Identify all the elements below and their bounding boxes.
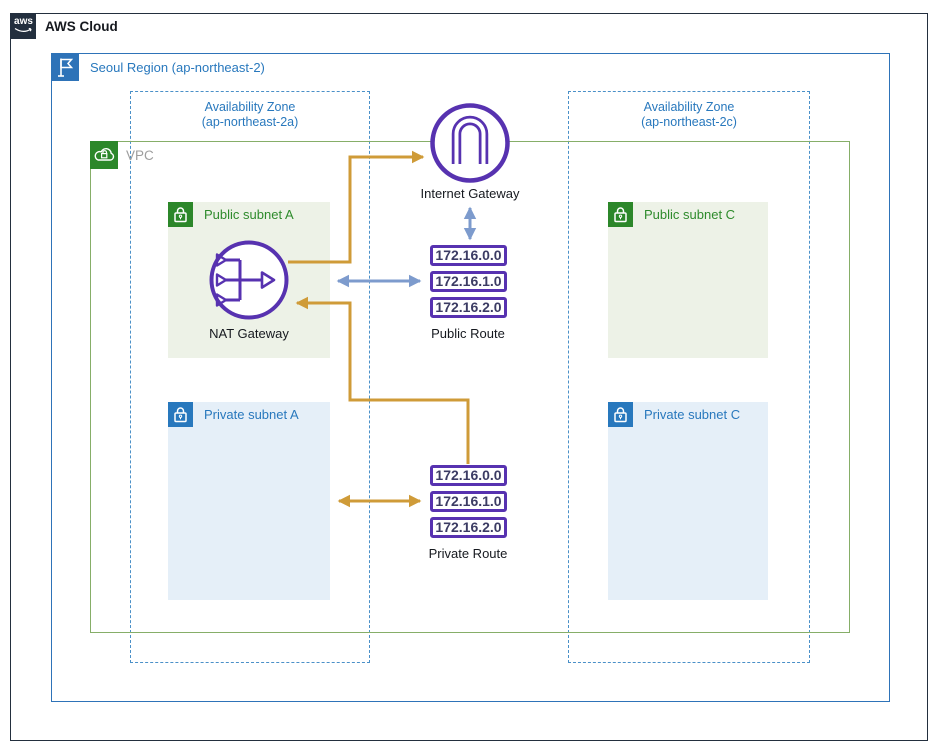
- private-subnet-lock-icon: [168, 402, 193, 427]
- subnet-label: Public subnet A: [204, 207, 294, 222]
- az-a-label-line1: Availability Zone: [204, 100, 296, 114]
- private-subnet-c: Private subnet C: [608, 402, 768, 600]
- region-flag-icon: [51, 53, 79, 81]
- public-route-entry: 172.16.1.0: [430, 271, 507, 292]
- aws-cloud-title: AWS Cloud: [45, 19, 118, 34]
- region-container: [51, 53, 890, 702]
- public-route-label: Public Route: [431, 326, 505, 341]
- aws-cloud-container: [10, 13, 928, 741]
- az-a-label-line2: (ap-northeast-2a): [201, 114, 299, 129]
- private-route-entry: 172.16.0.0: [430, 465, 507, 486]
- internet-gateway-label: Internet Gateway: [420, 186, 520, 201]
- availability-zone-c: Availability Zone (ap-northeast-2c): [568, 91, 810, 663]
- cloud-lock-glyph: [94, 148, 115, 161]
- subnet-label: Private subnet C: [644, 407, 741, 422]
- az-c-label: Availability Zone (ap-northeast-2c): [569, 100, 809, 130]
- private-subnet-lock-icon: [608, 402, 633, 427]
- public-subnet-lock-icon: [168, 202, 193, 227]
- public-route-entry: 172.16.0.0: [430, 245, 507, 266]
- aws-logo-text: aws: [14, 16, 33, 27]
- lock-glyph: [174, 407, 187, 423]
- subnet-label: Public subnet C: [644, 207, 736, 222]
- az-c-label-line1: Availability Zone: [643, 100, 735, 114]
- aws-smile-icon: [14, 27, 32, 32]
- private-route-entry: 172.16.2.0: [430, 517, 507, 538]
- region-label: Seoul Region (ap-northeast-2): [90, 60, 265, 75]
- private-route-entry: 172.16.1.0: [430, 491, 507, 512]
- az-a-label: Availability Zone (ap-northeast-2a): [131, 100, 369, 130]
- public-route-entry: 172.16.2.0: [430, 297, 507, 318]
- nat-gateway-label: NAT Gateway: [209, 326, 289, 341]
- lock-glyph: [174, 207, 187, 223]
- vpc-cloud-lock-icon: [90, 141, 118, 169]
- vpc-label: VPC: [126, 148, 154, 163]
- lock-glyph: [614, 407, 627, 423]
- az-c-label-line2: (ap-northeast-2c): [641, 114, 737, 129]
- subnet-label: Private subnet A: [204, 407, 299, 422]
- private-route-label: Private Route: [428, 546, 508, 561]
- lock-glyph: [614, 207, 627, 223]
- public-subnet-c: Public subnet C: [608, 202, 768, 358]
- aws-logo-icon: aws: [11, 14, 36, 39]
- public-subnet-lock-icon: [608, 202, 633, 227]
- flag-glyph: [58, 58, 74, 77]
- private-subnet-a: Private subnet A: [168, 402, 330, 600]
